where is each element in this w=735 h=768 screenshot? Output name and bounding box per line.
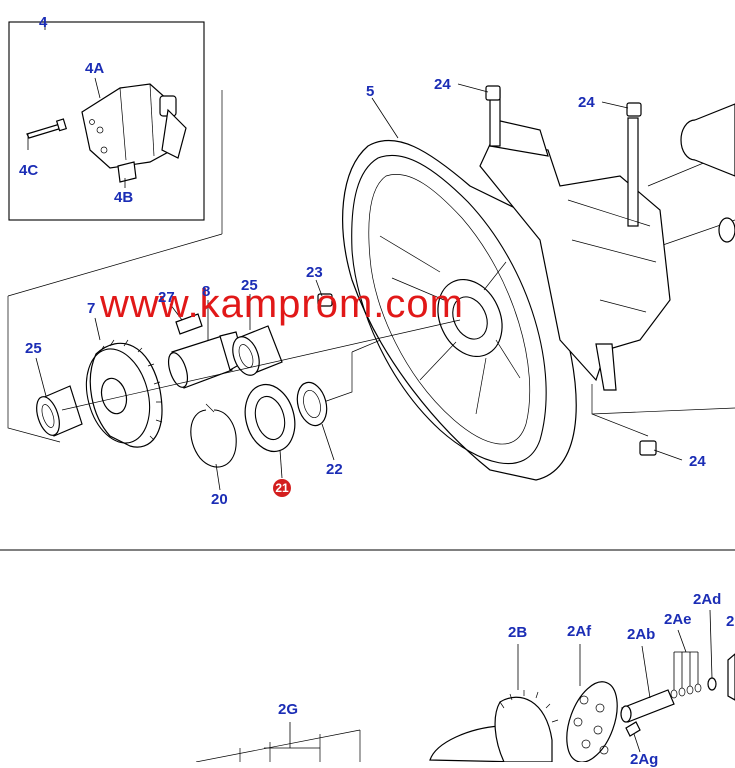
label-part-4a: 4A bbox=[85, 60, 105, 77]
label-part-25-upper: 25 bbox=[241, 277, 258, 294]
label-part-5: 5 bbox=[366, 83, 375, 100]
label-part-20: 20 bbox=[211, 491, 228, 508]
shaft-8 bbox=[167, 331, 245, 389]
key-27 bbox=[175, 313, 203, 335]
screw-4b bbox=[117, 161, 137, 183]
inset-box-4 bbox=[8, 21, 205, 221]
label-part-22: 22 bbox=[326, 461, 343, 478]
label-part-27: 27 bbox=[158, 289, 175, 306]
pump-body bbox=[479, 89, 671, 391]
center-axis bbox=[61, 319, 461, 411]
leader-lines bbox=[27, 22, 683, 491]
label-part-23: 23 bbox=[306, 264, 323, 281]
label-part-24-right: 24 bbox=[578, 94, 595, 111]
label-part-7: 7 bbox=[87, 300, 96, 317]
flange-housing-5 bbox=[342, 139, 577, 481]
seal-21 bbox=[244, 383, 296, 453]
label-part-8: 8 bbox=[202, 283, 211, 300]
cap-screw-24-top bbox=[485, 85, 501, 101]
gear-7 bbox=[85, 339, 163, 448]
label-part-2ae: 2Ae bbox=[664, 611, 692, 628]
snap-ring-20 bbox=[190, 403, 237, 468]
bolt-4c bbox=[26, 118, 68, 139]
label-part-24-top: 24 bbox=[434, 76, 451, 93]
label-part-2ab: 2Ab bbox=[627, 626, 656, 643]
label-part-2ad: 2Ad bbox=[693, 591, 722, 608]
label-part-25-lower: 25 bbox=[25, 340, 42, 357]
label-part-24-bottom: 24 bbox=[689, 453, 706, 470]
label-part-21-highlighted[interactable]: 21 bbox=[273, 479, 291, 497]
plug-23 bbox=[317, 293, 333, 307]
bearing-25-upper bbox=[232, 325, 283, 376]
label-part-2af: 2Af bbox=[567, 623, 592, 640]
label-part-2ag: 2Ag bbox=[630, 751, 659, 768]
motor-4a bbox=[81, 83, 187, 169]
label-part-2-cut: 2 bbox=[726, 613, 735, 630]
label-part-4b: 4B bbox=[114, 189, 134, 206]
label-part-4: 4 bbox=[39, 14, 48, 31]
bearing-25-lower bbox=[36, 385, 83, 437]
watermark-text: www.kamprom.com bbox=[100, 282, 464, 326]
label-part-2g: 2G bbox=[278, 701, 299, 718]
cap-screw-24-bottom bbox=[639, 440, 657, 456]
label-part-2b: 2B bbox=[508, 624, 528, 641]
ring-22 bbox=[296, 381, 328, 427]
cap-screw-24-right bbox=[626, 102, 642, 117]
label-part-4c: 4C bbox=[19, 162, 39, 179]
coupling-right bbox=[680, 103, 735, 243]
shaft-assembly-2 bbox=[195, 609, 735, 762]
